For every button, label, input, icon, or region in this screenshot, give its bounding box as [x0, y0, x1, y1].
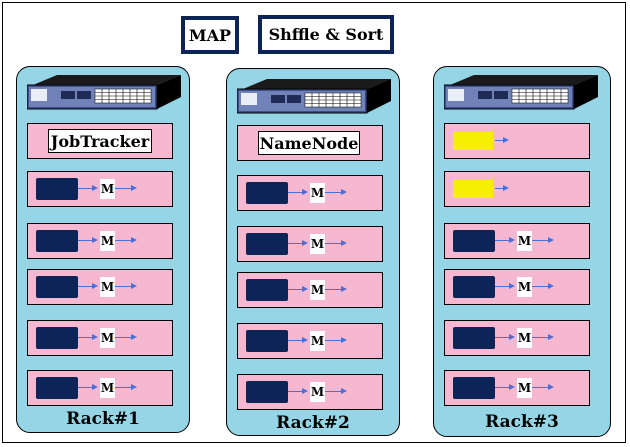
arrow-icon: [288, 337, 308, 343]
arrow-icon: [115, 185, 137, 191]
rack-1: JobTracker M M M M M Rack#1: [16, 66, 190, 433]
arrow-icon: [288, 286, 308, 292]
map-chip: [36, 377, 78, 399]
arrow-icon: [495, 185, 509, 191]
arrow-icon: [78, 185, 98, 191]
map-chip: [246, 233, 288, 255]
namenode-node: NameNode: [237, 125, 383, 161]
reduce-node: [444, 123, 590, 159]
worker-node: M: [27, 269, 173, 305]
worker-node: M: [444, 223, 590, 259]
arrow-icon: [78, 283, 98, 289]
arrow-icon: [115, 334, 137, 340]
arrow-icon: [115, 237, 137, 243]
arrow-icon: [325, 286, 347, 292]
arrow-icon: [325, 337, 347, 343]
network-switch-icon: [237, 79, 391, 114]
legend-shuffle-label: Shffle & Sort: [262, 19, 390, 50]
map-task-label: M: [100, 231, 115, 251]
map-task-label: M: [310, 331, 325, 351]
worker-node: M: [237, 272, 383, 308]
map-task-label: M: [100, 179, 115, 199]
map-task-label: M: [517, 378, 532, 398]
arrow-icon: [288, 240, 308, 246]
arrow-icon: [495, 384, 515, 390]
map-chip: [246, 279, 288, 301]
map-task-label: M: [310, 280, 325, 300]
map-chip: [453, 230, 495, 252]
arrow-icon: [288, 189, 308, 195]
jobtracker-node: JobTracker: [27, 123, 173, 159]
arrow-icon: [532, 334, 554, 340]
rack-label: Rack#1: [66, 409, 140, 429]
map-task-label: M: [100, 378, 115, 398]
worker-node: M: [444, 370, 590, 406]
map-chip: [36, 327, 78, 349]
rack-label: Rack#3: [485, 412, 559, 432]
map-chip: [246, 182, 288, 204]
arrow-icon: [325, 189, 347, 195]
map-task-label: M: [310, 234, 325, 254]
arrow-icon: [325, 388, 347, 394]
arrow-icon: [78, 237, 98, 243]
map-task-label: M: [100, 328, 115, 348]
arrow-icon: [495, 137, 509, 143]
namenode-label: NameNode: [258, 131, 360, 155]
map-chip: [36, 178, 78, 200]
map-task-label: M: [517, 328, 532, 348]
worker-node: M: [237, 175, 383, 211]
legend-map: MAP: [181, 16, 239, 54]
worker-node: M: [27, 370, 173, 406]
worker-node: M: [27, 171, 173, 207]
rack-2: NameNode M M M M M Rack#2: [226, 68, 400, 436]
rack-label: Rack#2: [276, 413, 350, 433]
arrow-icon: [78, 384, 98, 390]
map-chip: [453, 276, 495, 298]
worker-node: M: [27, 320, 173, 356]
arrow-icon: [325, 240, 347, 246]
arrow-icon: [115, 283, 137, 289]
arrow-icon: [78, 334, 98, 340]
worker-node: M: [444, 320, 590, 356]
worker-node: M: [237, 374, 383, 410]
worker-node: M: [237, 323, 383, 359]
worker-node: M: [237, 226, 383, 262]
reduce-chip: [453, 180, 493, 198]
arrow-icon: [115, 384, 137, 390]
map-task-label: M: [100, 277, 115, 297]
arrow-icon: [532, 283, 554, 289]
arrow-icon: [532, 237, 554, 243]
legend-map-label: MAP: [185, 20, 235, 50]
map-chip: [246, 330, 288, 352]
map-task-label: M: [517, 231, 532, 251]
arrow-icon: [495, 237, 515, 243]
map-chip: [453, 327, 495, 349]
map-task-label: M: [517, 277, 532, 297]
reduce-node: [444, 171, 590, 207]
network-switch-icon: [444, 75, 598, 110]
worker-node: M: [27, 223, 173, 259]
network-switch-icon: [27, 75, 181, 110]
arrow-icon: [288, 388, 308, 394]
diagram-frame: [2, 2, 626, 443]
arrow-icon: [495, 334, 515, 340]
map-chip: [36, 230, 78, 252]
arrow-icon: [532, 384, 554, 390]
rack-3: M M M M Rack#3: [433, 66, 611, 437]
map-task-label: M: [310, 183, 325, 203]
map-task-label: M: [310, 382, 325, 402]
map-chip: [246, 381, 288, 403]
legend-shuffle-sort: Shffle & Sort: [258, 15, 394, 54]
map-chip: [453, 377, 495, 399]
worker-node: M: [444, 269, 590, 305]
jobtracker-label: JobTracker: [48, 129, 152, 153]
map-chip: [36, 276, 78, 298]
reduce-chip: [453, 132, 493, 150]
arrow-icon: [495, 283, 515, 289]
